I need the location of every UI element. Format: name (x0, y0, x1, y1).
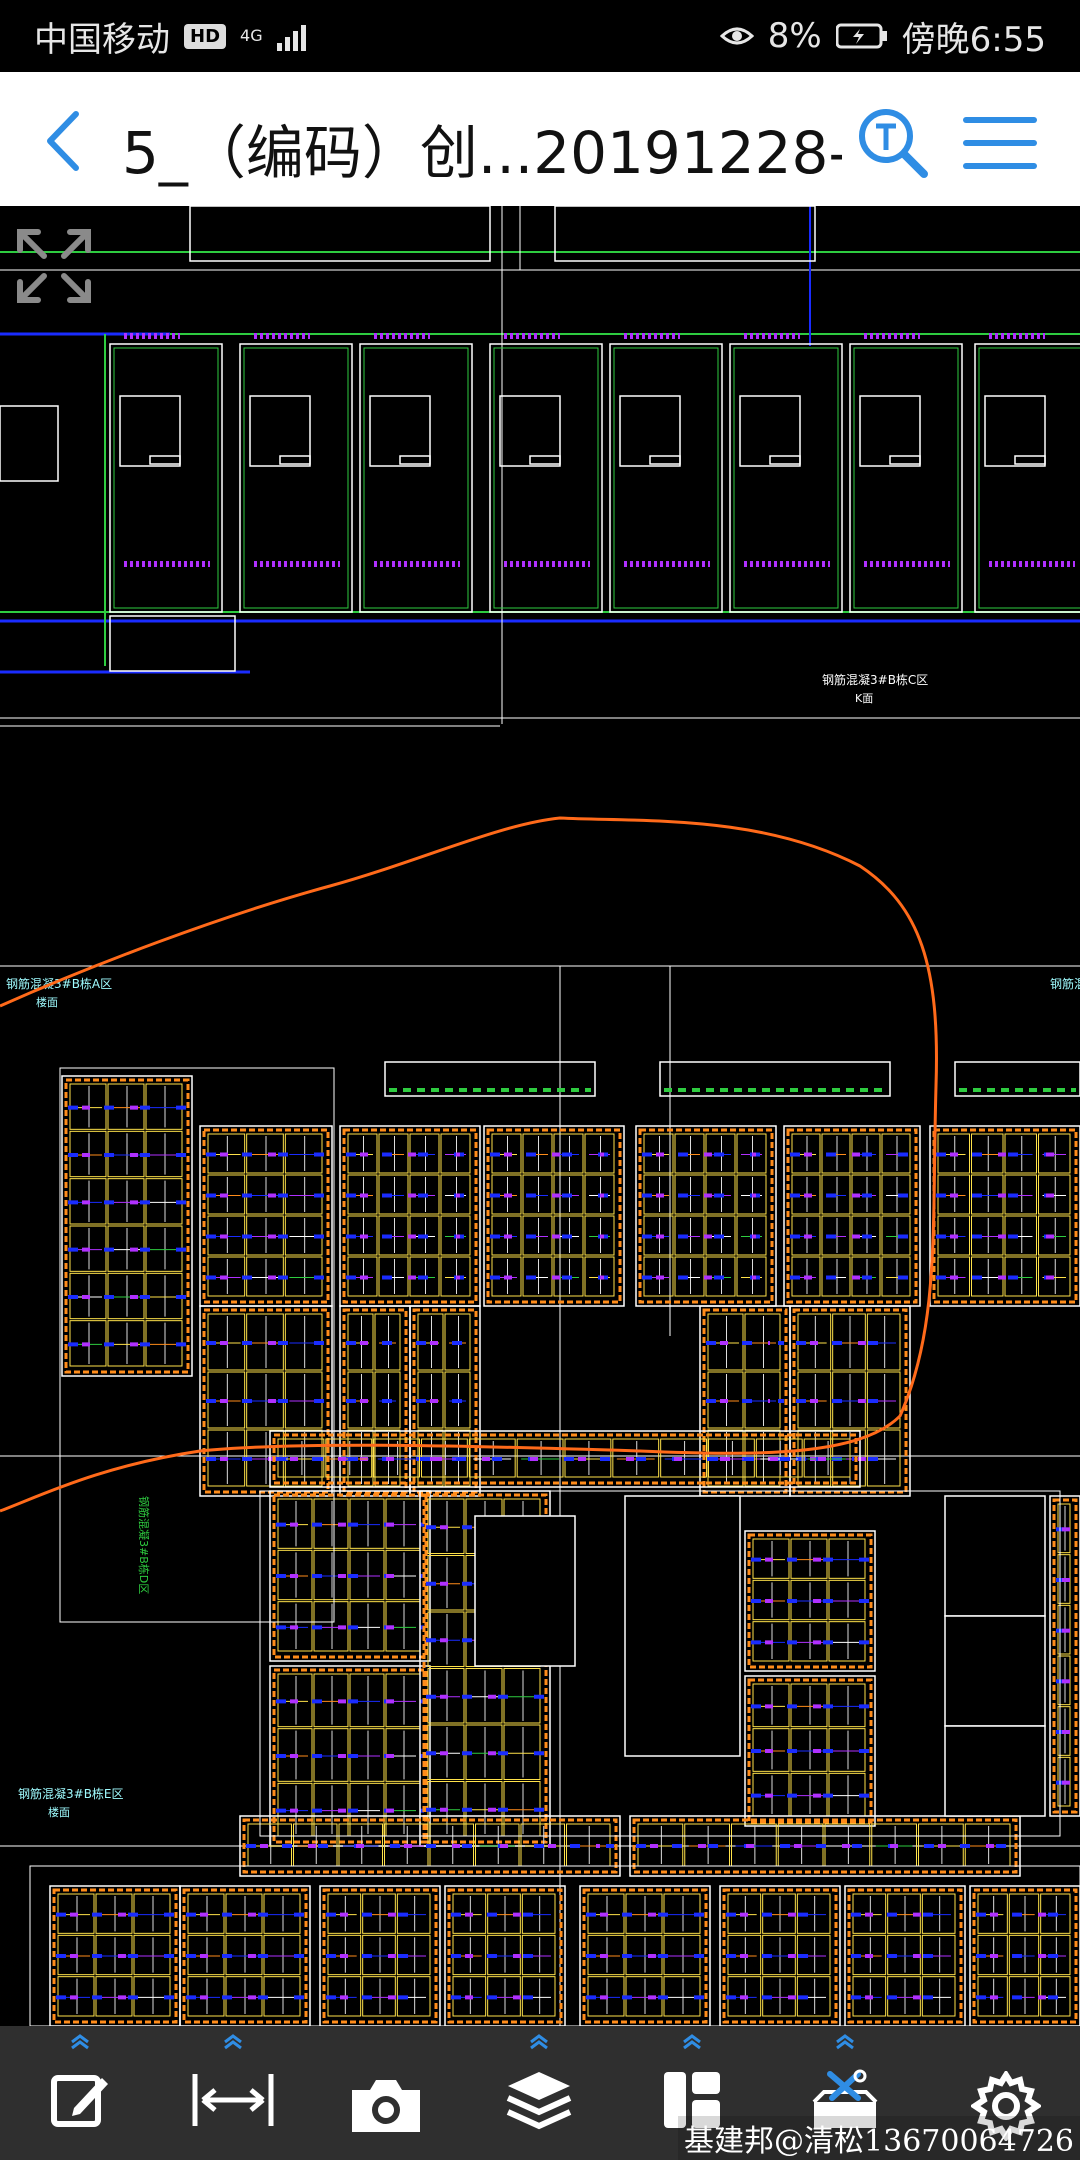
upper-room (974, 333, 1080, 613)
network-type: 4G (240, 26, 263, 45)
room-block (719, 1885, 841, 2026)
edit-icon (51, 2075, 108, 2127)
room-block (579, 1885, 711, 2026)
strip (954, 1061, 1080, 1097)
room-block (744, 1530, 876, 1672)
room-block (319, 1885, 441, 2026)
room-block (929, 1125, 1080, 1307)
battery-percent: 8% (767, 16, 822, 56)
zone-e-sublabel: 楼面 (48, 1805, 70, 1819)
upper-rooms (0, 206, 1080, 672)
clock: 傍晚6:55 (901, 19, 1046, 60)
fullscreen-toggle-icon[interactable] (12, 224, 96, 308)
chevron-up-icon (530, 2034, 548, 2050)
lower-building-grid (0, 965, 1080, 2026)
back-arrow-icon[interactable] (36, 106, 96, 176)
room-block (269, 1490, 431, 1662)
layout-tool-button[interactable] (632, 2026, 752, 2160)
room-block (483, 1125, 625, 1307)
zone-a-sublabel: 楼面 (36, 995, 58, 1009)
chevron-up-icon (224, 2034, 242, 2050)
toolbox-icon (812, 2069, 878, 2128)
status-left: 中国移动 HD 4G (34, 12, 306, 61)
text-search-icon[interactable] (856, 106, 930, 180)
room-block (49, 1885, 181, 2026)
room-block (339, 1305, 411, 1497)
zone-e-label: 钢筋混凝3#B栋E区 (18, 1786, 124, 1801)
cad-drawing-canvas[interactable]: 钢筋混凝3#B栋C区 K面 钢筋混凝3#B栋A区 楼面 钢筋混凝3#B栋B区 钢… (0, 206, 1080, 2026)
document-title: 5_（编码）创...20191228-1 (122, 119, 842, 187)
room-block (1049, 1495, 1080, 1817)
lower-rooms (29, 1061, 1080, 2026)
room-block (61, 1075, 193, 1377)
zone-b-label: 钢筋混凝3#B栋B区 (1050, 976, 1080, 991)
room-block (199, 1305, 333, 1497)
measure-icon (192, 2074, 274, 2126)
room-block (783, 1125, 921, 1307)
room-block (199, 1125, 333, 1307)
hamburger-menu-icon[interactable] (960, 112, 1040, 174)
upper-room (109, 333, 223, 613)
cad-drawing[interactable]: 钢筋混凝3#B栋C区 K面 钢筋混凝3#B栋A区 楼面 钢筋混凝3#B栋B区 钢… (0, 206, 1080, 2026)
chevron-up-icon (71, 2034, 89, 2050)
tools-toolbox-button[interactable] (785, 2026, 905, 2160)
upper-room (729, 333, 843, 613)
zone-c-label: 钢筋混凝3#B栋C区 (822, 672, 928, 687)
upper-room (489, 333, 603, 613)
layout-icon (664, 2072, 720, 2128)
snapshot-tool-button[interactable] (326, 2026, 446, 2160)
battery-icon (835, 23, 887, 49)
strip (659, 1061, 891, 1097)
room-block (339, 1125, 481, 1307)
room-block (269, 1665, 431, 1847)
room-block (699, 1305, 791, 1497)
watermark: 基建邦@清松13670064726 (678, 2116, 1080, 2160)
settings-button[interactable] (946, 2026, 1066, 2160)
status-bar: 中国移动 HD 4G 8% 傍晚6:55 (0, 0, 1080, 72)
room-block (635, 1125, 777, 1307)
app-header: 5_（编码）创...20191228-1 (0, 72, 1080, 206)
chevron-up-icon (836, 2034, 854, 2050)
hd-badge: HD (184, 23, 227, 49)
zone-a-label: 钢筋混凝3#B栋A区 (6, 976, 112, 991)
room-block (844, 1885, 966, 2026)
layers-tool-button[interactable] (479, 2026, 599, 2160)
measure-tool-button[interactable] (173, 2026, 293, 2160)
room-block (269, 1430, 861, 1488)
gear-icon (971, 2071, 1041, 2141)
camera-icon (352, 2080, 420, 2132)
edit-tool-button[interactable] (20, 2026, 140, 2160)
upper-room (609, 333, 723, 613)
signal-icon (276, 21, 306, 51)
zone-c-sublabel: K面 (855, 692, 873, 705)
layers-icon (506, 2072, 572, 2130)
strip (384, 1061, 596, 1097)
room-block (179, 1885, 311, 2026)
room-block (744, 1675, 876, 1827)
upper-room (849, 333, 963, 613)
status-right: 8% 傍晚6:55 (719, 12, 1046, 61)
chevron-up-icon (683, 2034, 701, 2050)
carrier-label: 中国移动 (34, 19, 170, 60)
room-block (969, 1885, 1080, 2026)
revision-cloud-line (0, 816, 938, 1513)
bottom-toolbar: 基建邦@清松13670064726 (0, 2026, 1080, 2160)
upper-room (239, 333, 353, 613)
eye-comfort-icon (719, 27, 754, 45)
upper-room (359, 333, 473, 613)
room-block (444, 1885, 566, 2026)
zone-d-label: 钢筋混凝3#B栋D区 (137, 1496, 151, 1594)
